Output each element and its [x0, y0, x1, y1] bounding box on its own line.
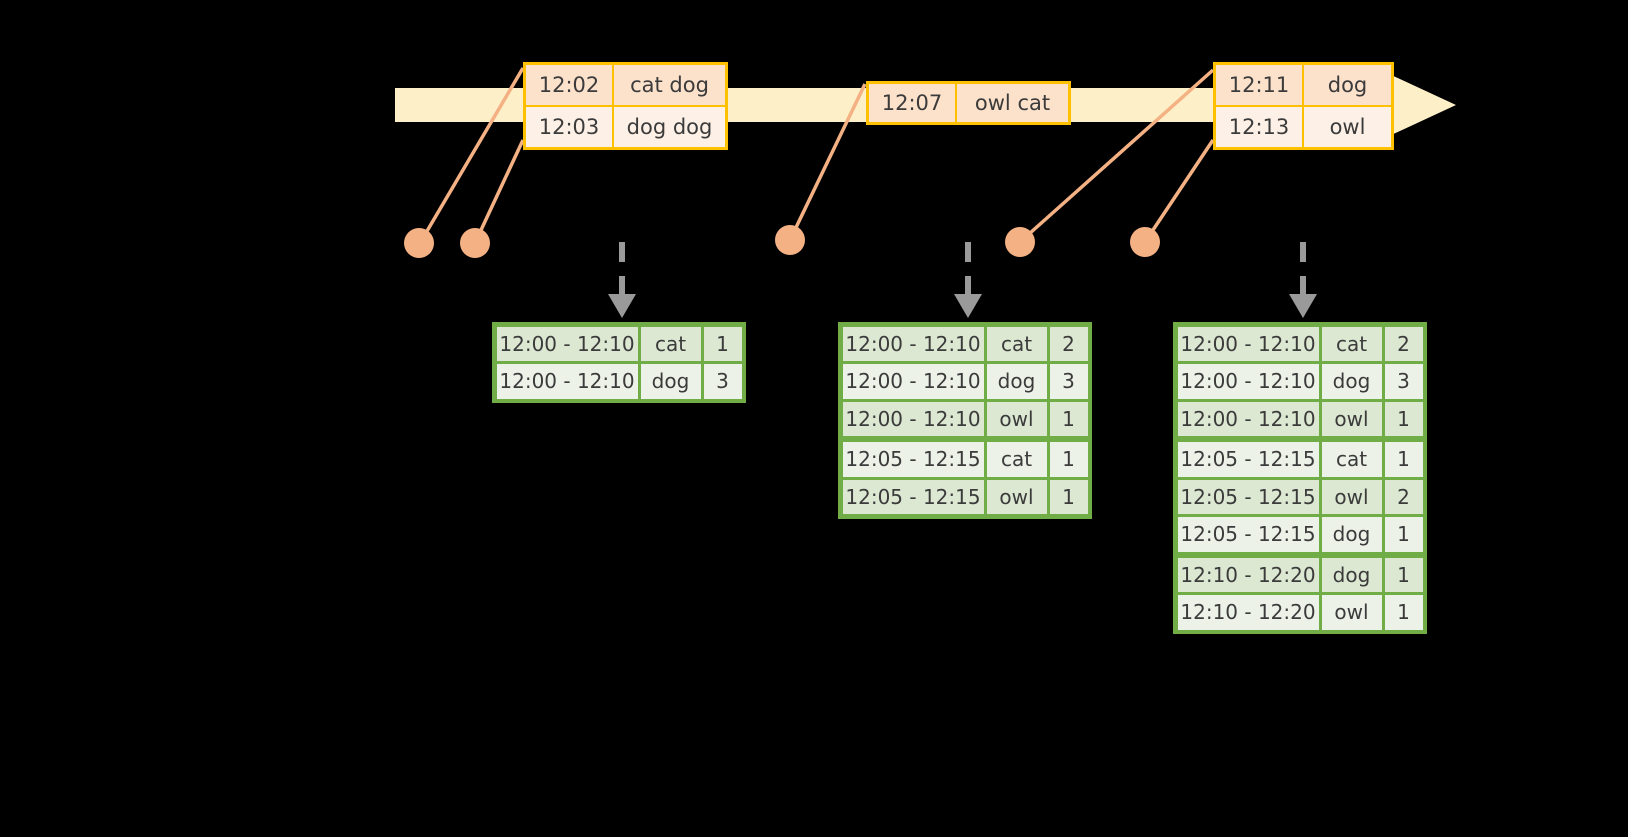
cell-count: 1 — [1384, 557, 1423, 592]
event-time: 12:02 — [526, 65, 614, 105]
cell-window: 12:10 - 12:20 — [1177, 557, 1319, 592]
event-dots — [404, 225, 1160, 258]
cell-count: 3 — [703, 364, 742, 399]
cell-word: cat — [1321, 442, 1382, 477]
cell-word: dog — [986, 364, 1047, 399]
cell-word: owl — [986, 479, 1047, 514]
event-dot-2 — [460, 228, 490, 258]
event-words: cat dog — [614, 65, 725, 105]
cell-window: 12:05 - 12:15 — [842, 442, 984, 477]
cell-window: 12:05 - 12:15 — [1177, 479, 1319, 514]
trigger-arrowhead-2 — [954, 294, 982, 318]
cell-word: dog — [1321, 557, 1382, 592]
connector-line-2 — [473, 139, 525, 244]
cell-window: 12:10 - 12:20 — [1177, 595, 1319, 630]
cell-word: dog — [1321, 364, 1382, 399]
event-words: owl — [1304, 107, 1391, 147]
event-time: 12:07 — [869, 84, 957, 122]
cell-word: owl — [1321, 595, 1382, 630]
cell-count: 1 — [1384, 442, 1423, 477]
cell-word: cat — [986, 326, 1047, 361]
event-time: 12:11 — [1216, 65, 1304, 105]
event-words: owl cat — [957, 84, 1068, 122]
trigger-arrowheads — [608, 294, 1317, 318]
event-box-2[interactable]: 12:07 owl cat — [866, 81, 1071, 125]
cell-count: 1 — [703, 326, 742, 361]
event-row[interactable]: 12:11 dog — [1216, 65, 1391, 105]
cell-word: dog — [1321, 517, 1382, 552]
connector-line-5 — [1143, 139, 1215, 243]
cell-word: owl — [1321, 401, 1382, 436]
cell-word: owl — [1321, 479, 1382, 514]
cell-window: 12:05 - 12:15 — [1177, 442, 1319, 477]
cell-window: 12:00 - 12:10 — [842, 326, 984, 361]
cell-count: 3 — [1049, 364, 1088, 399]
event-time: 12:03 — [526, 107, 614, 147]
cell-window: 12:00 - 12:10 — [842, 364, 984, 399]
cell-window: 12:05 - 12:15 — [842, 479, 984, 514]
cell-word: cat — [640, 326, 701, 361]
event-words: dog — [1304, 65, 1391, 105]
trigger-arrowhead-1 — [608, 294, 636, 318]
cell-window: 12:00 - 12:10 — [842, 401, 984, 436]
cell-count: 2 — [1049, 326, 1088, 361]
trigger-arrows — [619, 242, 1306, 298]
cell-count: 1 — [1384, 517, 1423, 552]
event-time: 12:13 — [1216, 107, 1304, 147]
cell-count: 1 — [1384, 595, 1423, 630]
cell-window: 12:00 - 12:10 — [496, 364, 638, 399]
cell-count: 2 — [1384, 326, 1423, 361]
event-dot-3 — [775, 225, 805, 255]
cell-count: 3 — [1384, 364, 1423, 399]
cell-word: owl — [986, 401, 1047, 436]
event-box-1[interactable]: 12:02 cat dog 12:03 dog dog — [523, 62, 728, 150]
cell-count: 2 — [1384, 479, 1423, 514]
event-row[interactable]: 12:03 dog dog — [526, 105, 725, 147]
cell-window: 12:00 - 12:10 — [496, 326, 638, 361]
event-dot-5 — [1130, 227, 1160, 257]
connector-line-3 — [788, 83, 867, 241]
event-row[interactable]: 12:13 owl — [1216, 105, 1391, 147]
cell-count: 1 — [1049, 442, 1088, 477]
trigger-arrowhead-3 — [1289, 294, 1317, 318]
cell-count: 1 — [1384, 401, 1423, 436]
cell-window: 12:05 - 12:15 — [1177, 517, 1319, 552]
cell-word: dog — [640, 364, 701, 399]
cell-window: 12:00 - 12:10 — [1177, 401, 1319, 436]
connector-line-1 — [418, 67, 525, 244]
cell-window: 12:00 - 12:10 — [1177, 364, 1319, 399]
cell-window: 12:00 - 12:10 — [1177, 326, 1319, 361]
event-row[interactable]: 12:07 owl cat — [869, 84, 1068, 122]
cell-count: 1 — [1049, 401, 1088, 436]
cell-word: cat — [986, 442, 1047, 477]
event-dot-1 — [404, 228, 434, 258]
cell-word: cat — [1321, 326, 1382, 361]
cell-count: 1 — [1049, 479, 1088, 514]
event-row[interactable]: 12:02 cat dog — [526, 65, 725, 105]
event-words: dog dog — [614, 107, 725, 147]
event-dot-4 — [1005, 227, 1035, 257]
event-box-3[interactable]: 12:11 dog 12:13 owl — [1213, 62, 1394, 150]
